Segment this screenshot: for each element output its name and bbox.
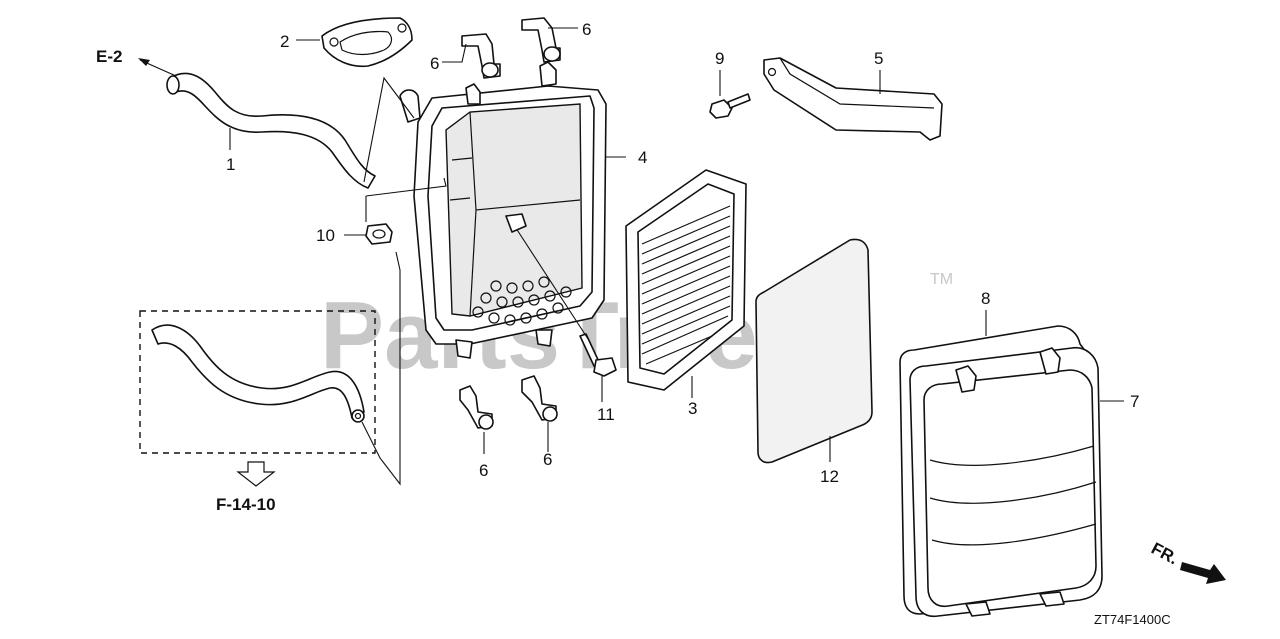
callout-6-lower-left[interactable]: 6: [479, 461, 488, 480]
air-cleaner-cover[interactable]: [909, 346, 1103, 618]
callout-6-upper-right[interactable]: 6: [582, 20, 591, 39]
clip-lower-left[interactable]: [459, 385, 494, 430]
breather-tube-upper[interactable]: [166, 72, 376, 189]
screw[interactable]: [709, 93, 751, 119]
case-nut: [505, 213, 527, 233]
bolt[interactable]: [579, 333, 617, 377]
clip-upper-right[interactable]: [521, 17, 561, 63]
clip-upper-left[interactable]: [461, 33, 501, 79]
filter-pleats: [641, 205, 731, 365]
diagram-code: ZT74F1400C: [1094, 612, 1171, 627]
callout-11[interactable]: 11: [597, 405, 615, 424]
case-vent-holes: [472, 276, 572, 326]
arrow-to-e2: [138, 58, 177, 77]
bracket[interactable]: [763, 57, 943, 141]
alt-config-box: [139, 310, 376, 454]
collar[interactable]: [365, 223, 393, 245]
bolt-axis-line: [511, 221, 591, 343]
arrow-to-f1410: [236, 461, 276, 487]
reference-e2[interactable]: E-2: [96, 47, 122, 66]
callout-5[interactable]: 5: [874, 49, 883, 68]
gasket[interactable]: [321, 17, 413, 68]
callout-7[interactable]: 7: [1130, 392, 1139, 411]
callout-8[interactable]: 8: [981, 289, 990, 308]
front-direction-label: FR.: [1148, 539, 1181, 569]
reference-f-14-10[interactable]: F-14-10: [216, 495, 276, 514]
callout-2[interactable]: 2: [280, 32, 289, 51]
clip-lower-right[interactable]: [521, 375, 558, 422]
callout-1[interactable]: 1: [226, 155, 235, 174]
air-cleaner-case[interactable]: [399, 61, 607, 359]
callout-4[interactable]: 4: [638, 148, 647, 167]
callout-3[interactable]: 3: [688, 399, 697, 418]
filter-element[interactable]: [625, 169, 747, 391]
breather-tube-lower[interactable]: [151, 324, 365, 423]
callout-6-upper-left[interactable]: 6: [430, 54, 439, 73]
pre-cleaner-foam[interactable]: [755, 238, 873, 464]
callout-6-lower-right[interactable]: 6: [543, 450, 552, 469]
callout-10[interactable]: 10: [316, 226, 335, 245]
front-direction-arrow-icon: [1180, 562, 1226, 584]
leader-lines: [229, 27, 1124, 486]
callout-9[interactable]: 9: [715, 49, 724, 68]
callout-labels: 1 2 3 4 5 6 6 6 6 7 8 9 10 11 12: [226, 20, 1139, 486]
watermark-trademark: TM: [930, 271, 953, 288]
callout-12[interactable]: 12: [820, 467, 839, 486]
